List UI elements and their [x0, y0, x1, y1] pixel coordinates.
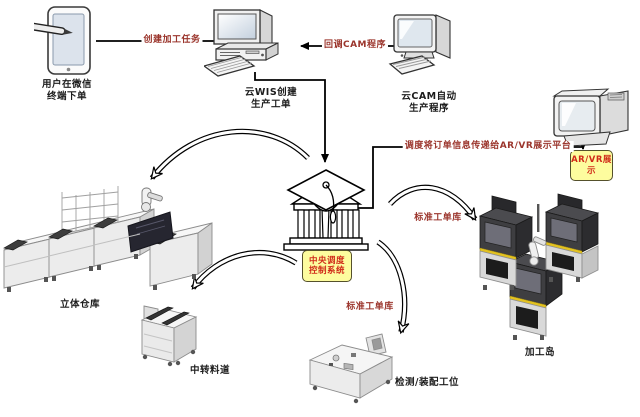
wis-computer-icon: [204, 9, 279, 77]
dispatch-badge-line1: 中央调度: [308, 255, 345, 266]
island-robot-arm: [528, 236, 547, 266]
tablet-caption: 用户在微信 终端下单: [25, 79, 109, 103]
curved-arrow-to-transfer: [190, 249, 298, 290]
cam-computer-caption: 云CAM自动 生产程序: [387, 91, 471, 115]
wis-computer-caption: 云WIS创建 生产工单: [225, 87, 317, 111]
edge-label-std-orders-inspection: 标准工单库: [346, 302, 394, 312]
warehouse-robot-arm: [141, 187, 163, 212]
curved-arrow-to-warehouse: [149, 128, 310, 180]
transfer-caption: 中转料道: [189, 365, 230, 376]
cam-computer-icon: [388, 14, 451, 75]
wis-caption-line2: 生产工单: [250, 99, 291, 110]
transfer-machine: [140, 305, 198, 367]
island-caption: 加工岛: [524, 347, 555, 358]
cam-caption-line2: 生产程序: [408, 103, 449, 114]
edge-label-std-orders-island: 标准工单库: [414, 213, 462, 223]
warehouse-caption: 立体仓库: [59, 299, 100, 310]
tablet-icon: [34, 6, 91, 75]
edge-label-dispatch-to-arvr: 调度将订单信息传递给AR/VR展示平台: [402, 141, 574, 152]
arvr-badge: AR/VR展 示: [570, 150, 613, 181]
curved-arrow-to-inspection: [376, 239, 410, 335]
arvr-badge-line1: AR/VR展: [571, 155, 612, 165]
tablet-caption-line1: 用户在微信: [41, 79, 92, 90]
curved-arrow-to-island: [388, 184, 478, 221]
cam-caption-line1: 云CAM自动: [401, 91, 457, 102]
inspection-caption: 检测/装配工位: [395, 377, 459, 388]
island-machine: [478, 193, 600, 340]
dispatch-badge: 中央调度 控制系统: [302, 250, 352, 282]
arrow-wis-to-dispatch: [254, 72, 329, 163]
arrow-dispatch-to-arvr: [357, 141, 587, 209]
warehouse-machine: [3, 186, 213, 292]
inspection-machine: [308, 333, 394, 404]
arvr-monitor-icon: [552, 88, 629, 147]
arvr-badge-line2: 示: [586, 165, 596, 176]
dispatch-building-icon: [283, 169, 369, 251]
edge-label-create-task: 创建加工任务: [141, 35, 203, 46]
dispatch-badge-line2: 控制系统: [308, 266, 345, 276]
wis-caption-line1: 云WIS创建: [244, 87, 298, 98]
edge-label-callback-cam: 回调CAM程序: [321, 40, 389, 51]
tablet-caption-line2: 终端下单: [46, 91, 87, 102]
